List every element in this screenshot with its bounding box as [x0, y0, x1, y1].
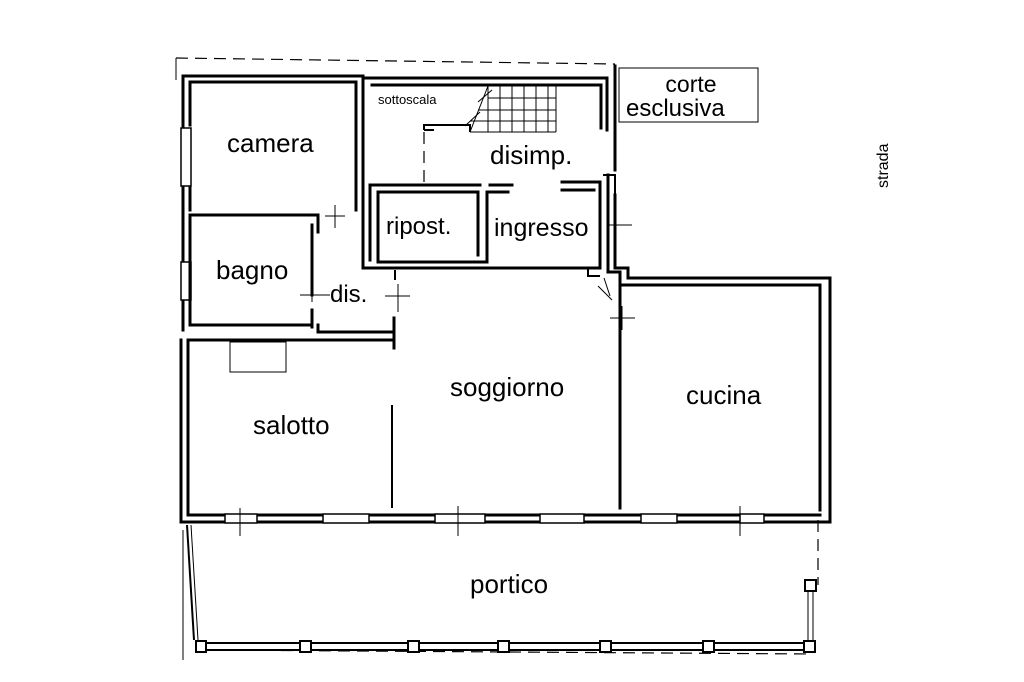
front-windows — [224, 506, 765, 536]
door-marks — [300, 205, 635, 330]
corte-esclusiva-box — [618, 67, 759, 123]
label-salotto: salotto — [253, 410, 330, 440]
outer-walls — [179, 64, 832, 524]
label-corte-line1: corte — [665, 71, 716, 97]
label-bagno: bagno — [216, 255, 288, 285]
label-disimp: disimp. — [490, 140, 572, 170]
label-soggiorno: soggiorno — [450, 372, 564, 402]
portico-structure — [186, 524, 817, 653]
label-ripost: ripost. — [386, 213, 451, 240]
label-dis: dis. — [330, 281, 367, 308]
label-portico: portico — [470, 569, 548, 599]
label-strada: strada — [875, 143, 892, 188]
label-corte-line2: esclusiva — [626, 95, 725, 122]
label-camera: camera — [227, 128, 314, 158]
label-sottoscala: sottoscala — [378, 92, 437, 107]
interior-walls — [186, 80, 622, 510]
label-cucina: cucina — [686, 380, 762, 410]
fireplace — [229, 341, 287, 373]
label-ingresso: ingresso — [494, 214, 589, 242]
staircase — [423, 85, 557, 182]
